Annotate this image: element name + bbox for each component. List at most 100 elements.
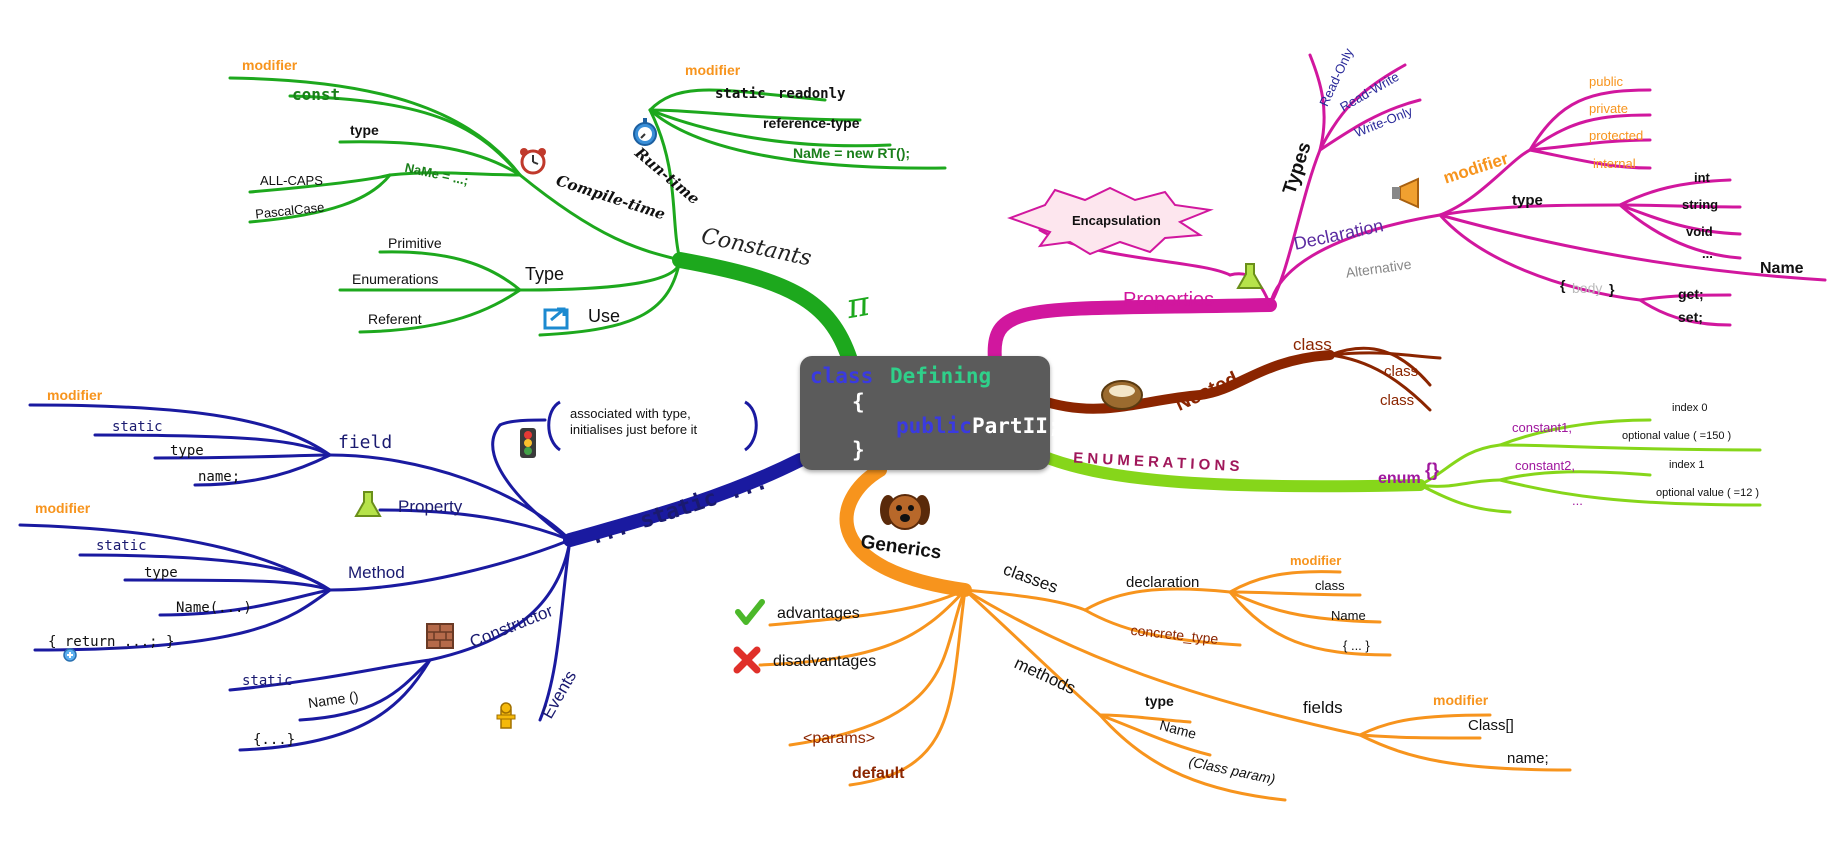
events-label: Events bbox=[538, 667, 580, 722]
method-type-label: type bbox=[144, 565, 178, 581]
declaration-label: Declaration bbox=[1292, 215, 1385, 253]
gen-advantages-label: advantages bbox=[777, 605, 860, 622]
ct-allcaps-label: ALL-CAPS bbox=[260, 173, 323, 188]
cross-icon bbox=[733, 646, 761, 674]
nested-class3: class bbox=[1380, 392, 1414, 409]
stopwatch-icon bbox=[633, 118, 657, 146]
index1-label: index 1 bbox=[1669, 459, 1704, 471]
method-name-label: Name(...) bbox=[176, 600, 252, 616]
static-note-bracket-left bbox=[547, 400, 561, 452]
prop-internal-label: internal bbox=[1593, 156, 1636, 171]
constant2-label: constant2, bbox=[1515, 458, 1575, 473]
flask-icon bbox=[1236, 263, 1264, 289]
properties-main-branch bbox=[987, 298, 1277, 367]
use-label: Use bbox=[588, 306, 620, 326]
ctor-static-label: static bbox=[242, 673, 293, 689]
traffic-light-icon bbox=[520, 428, 536, 458]
ct-pascal-label: PascalCase bbox=[254, 199, 325, 221]
field-type-label: type bbox=[170, 443, 204, 459]
prop-get-label: get; bbox=[1678, 286, 1704, 302]
gen-fields-label: fields bbox=[1303, 698, 1343, 717]
nested-class2: class bbox=[1384, 363, 1418, 380]
rt-static-label: static bbox=[715, 86, 766, 102]
field-name-label: name; bbox=[198, 469, 240, 485]
gen-f-name-label: name; bbox=[1507, 750, 1549, 767]
gen-classes-label: classes bbox=[1001, 560, 1061, 597]
dog-face-icon bbox=[880, 494, 930, 530]
rt-name-label: NaMe = new RT(); bbox=[793, 145, 910, 161]
prop-void-label: void bbox=[1686, 224, 1713, 239]
index0-label: index 0 bbox=[1672, 402, 1707, 414]
center-node: class Defining { public PartII; } bbox=[800, 356, 1061, 470]
method-label: Method bbox=[348, 563, 405, 582]
field-label: field bbox=[338, 432, 392, 453]
gen-f-modifier-label: modifier bbox=[1433, 692, 1489, 708]
rt-readonly-label: readonly bbox=[778, 86, 846, 102]
gen-name-label: Name bbox=[1331, 608, 1366, 623]
prop-dots-label: ... bbox=[1702, 246, 1713, 261]
center-class-keyword: class bbox=[810, 364, 874, 388]
center-part-name: PartII; bbox=[972, 414, 1061, 438]
enum-label: enum bbox=[1378, 470, 1421, 487]
ct-type-label: type bbox=[350, 122, 379, 138]
alarm-clock-icon bbox=[520, 148, 546, 175]
pi-symbol-icon: π bbox=[843, 284, 874, 328]
primitive-label: Primitive bbox=[388, 235, 442, 251]
checkmark-icon bbox=[735, 599, 765, 625]
types-label: Types bbox=[1279, 140, 1316, 197]
gen-class-label: class bbox=[1315, 578, 1345, 593]
prop-public-label: public bbox=[1589, 74, 1623, 89]
gen-f-class-label: Class[] bbox=[1468, 717, 1514, 734]
encapsulation-burst-icon bbox=[1007, 186, 1214, 256]
rt-modifier-label: modifier bbox=[685, 62, 741, 78]
property-label: Property bbox=[398, 497, 463, 516]
prop-private-label: private bbox=[1589, 101, 1628, 116]
gen-modifier-label: modifier bbox=[1290, 553, 1341, 568]
enum-braces: {} bbox=[1425, 460, 1439, 480]
nested-subtree bbox=[1328, 346, 1442, 412]
enumerations-main-branch bbox=[1034, 449, 1426, 493]
prop-protected-label: protected bbox=[1589, 128, 1643, 143]
nested-title: Nested bbox=[1172, 368, 1242, 416]
nested-main-branch bbox=[1035, 350, 1335, 414]
constructor-label: Constructor bbox=[467, 601, 556, 652]
constants-subtree bbox=[228, 76, 947, 337]
gen-methods-label: methods bbox=[1011, 653, 1078, 698]
type-label: Type bbox=[525, 264, 564, 284]
alternative-label: Alternative bbox=[1345, 256, 1413, 281]
enumerations-subtree bbox=[1418, 418, 1762, 514]
ct-const-label: const bbox=[292, 85, 340, 104]
rt-reftype-label: reference-type bbox=[763, 115, 860, 131]
properties-title: Properties bbox=[1123, 289, 1214, 311]
compile-time-label: Compile-time bbox=[554, 171, 668, 223]
field-static-label: static bbox=[112, 419, 163, 435]
enumerations-label: Enumerations bbox=[352, 271, 438, 287]
prop-body-close: } bbox=[1609, 281, 1615, 297]
static-title: ... static ... bbox=[587, 469, 771, 550]
generics-main-branch bbox=[839, 463, 972, 597]
prop-int-label: int bbox=[1694, 170, 1711, 185]
gen-concrete-label: concrete_type bbox=[1130, 622, 1219, 647]
share-arrow-icon bbox=[543, 307, 569, 330]
generics-subtree bbox=[758, 570, 1572, 802]
gen-disadvantages-label: disadvantages bbox=[773, 653, 876, 670]
center-close-brace: } bbox=[852, 438, 865, 462]
gen-body-label: { ... } bbox=[1343, 638, 1370, 653]
plus-bubble-icon[interactable] bbox=[63, 648, 77, 662]
constant1-label: constant1, bbox=[1512, 420, 1572, 435]
prop-set-label: set; bbox=[1678, 309, 1703, 325]
prop-modifier-label: modifier bbox=[1441, 149, 1511, 188]
referent-label: Referent bbox=[368, 311, 422, 327]
write-only-label: Write-Only bbox=[1352, 103, 1415, 140]
static-subtree bbox=[18, 403, 572, 752]
method-return-label: { return ...; } bbox=[48, 634, 174, 650]
nested-class1: class bbox=[1293, 335, 1332, 354]
gen-declaration-label: declaration bbox=[1126, 574, 1199, 591]
method-static-label: static bbox=[96, 538, 147, 554]
static-main-branch bbox=[563, 453, 807, 547]
flask-icon bbox=[354, 491, 382, 517]
static-note-bracket-right bbox=[744, 400, 758, 452]
brick-wall-icon bbox=[426, 623, 454, 649]
ctor-name-label: Name () bbox=[307, 688, 359, 711]
prop-name-label: Name bbox=[1760, 260, 1804, 277]
